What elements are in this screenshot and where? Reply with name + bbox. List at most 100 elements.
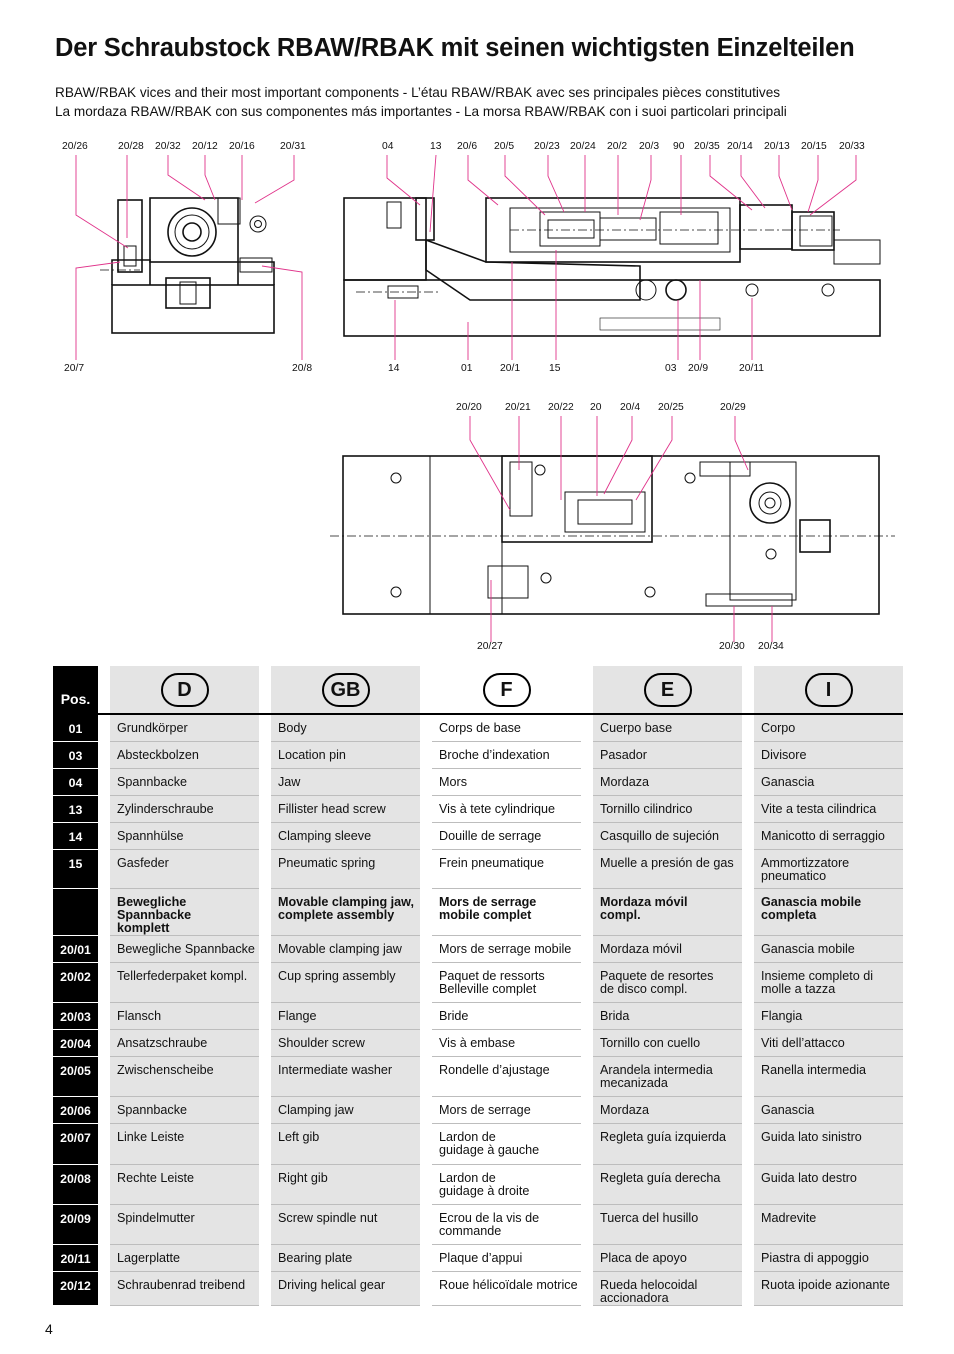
part-name-f: Mors de serrage mobile complet bbox=[432, 888, 581, 936]
part-name-gb: Location pin bbox=[271, 741, 420, 769]
part-name-i: Ganascia mobile completa bbox=[754, 888, 903, 936]
label: 20/6 bbox=[457, 141, 477, 152]
part-name-d: Spannbacke bbox=[110, 1096, 259, 1124]
subtitle: RBAW/RBAK vices and their most important… bbox=[55, 83, 787, 121]
pos-cell: 04 bbox=[53, 768, 98, 796]
part-name-i: Manicotto di serraggio bbox=[754, 822, 903, 850]
part-name-i: Ammortizzatore pneumatico bbox=[754, 849, 903, 889]
label: 04 bbox=[382, 141, 394, 152]
part-name-i: Vite a testa cilindrica bbox=[754, 795, 903, 823]
part-name-i: Divisore bbox=[754, 741, 903, 769]
part-name-e: Mordaza móvil bbox=[593, 935, 742, 963]
label: 20/4 bbox=[620, 402, 640, 413]
label: 20/5 bbox=[494, 141, 514, 152]
labels-plan-top: 20/20 20/21 20/22 20 20/4 20/25 20/29 bbox=[456, 402, 746, 413]
part-name-f: Mors de serrage mobile bbox=[432, 935, 581, 963]
part-name-i: Ganascia bbox=[754, 768, 903, 796]
part-name-d: Linke Leiste bbox=[110, 1123, 259, 1165]
part-name-e: Cuerpo base bbox=[593, 714, 742, 742]
technical-drawing: 20/26 20/28 20/32 20/12 20/16 20/31 04 1… bbox=[62, 141, 895, 652]
pos-cell: 03 bbox=[53, 741, 98, 769]
part-name-e: Tuerca del husillo bbox=[593, 1204, 742, 1245]
part-name-i: Ganascia bbox=[754, 1096, 903, 1124]
part-name-gb: Clamping sleeve bbox=[271, 822, 420, 850]
label: 20/8 bbox=[292, 363, 312, 374]
part-name-d: Zwischenscheibe bbox=[110, 1056, 259, 1097]
lang-badge-f: F bbox=[482, 672, 531, 707]
part-name-f: Douille de serrage bbox=[432, 822, 581, 850]
label: 20/34 bbox=[758, 641, 784, 652]
labels-bottom-left: 20/7 20/8 bbox=[64, 363, 312, 374]
plan-view-leader-lines bbox=[469, 416, 773, 642]
part-name-e: Muelle a presión de gas bbox=[593, 849, 742, 889]
subtitle-line-1: RBAW/RBAK vices and their most important… bbox=[55, 85, 781, 100]
pos-cell: 13 bbox=[53, 795, 98, 823]
part-name-f: Ecrou de la vis de commande bbox=[432, 1204, 581, 1245]
part-name-f: Corps de base bbox=[432, 714, 581, 742]
label: 03 bbox=[665, 363, 677, 374]
part-name-i: Insieme completo di molle a tazza bbox=[754, 962, 903, 1003]
part-name-gb: Movable clamping jaw bbox=[271, 935, 420, 963]
part-name-f: Lardon de guidage à droite bbox=[432, 1164, 581, 1205]
label: 20/2 bbox=[607, 141, 627, 152]
part-name-e: Regleta guía izquierda bbox=[593, 1123, 742, 1165]
part-name-gb: Fillister head screw bbox=[271, 795, 420, 823]
label: 20/13 bbox=[764, 141, 790, 152]
part-name-i: Corpo bbox=[754, 714, 903, 742]
lang-header-fr: F bbox=[432, 666, 581, 715]
pos-cell: 14 bbox=[53, 822, 98, 850]
label: 20/15 bbox=[801, 141, 827, 152]
label: 15 bbox=[549, 363, 561, 374]
subtitle-line-2: La mordaza RBAW/RBAK con sus componentes… bbox=[55, 104, 787, 119]
label: 20/33 bbox=[839, 141, 865, 152]
part-name-gb: Intermediate washer bbox=[271, 1056, 420, 1097]
page-number: 4 bbox=[45, 1321, 53, 1337]
plan-view bbox=[330, 455, 895, 615]
side-section-view bbox=[343, 197, 881, 337]
part-name-d: Flansch bbox=[110, 1002, 259, 1030]
pos-cell: 20/06 bbox=[53, 1096, 98, 1124]
lang-header-de: D bbox=[110, 666, 259, 715]
part-name-i: Madrevite bbox=[754, 1204, 903, 1245]
lang-header-gb: GB bbox=[271, 666, 420, 715]
label: 20/7 bbox=[64, 363, 84, 374]
pos-cell: 20/02 bbox=[53, 962, 98, 1003]
lang-badge-e: E bbox=[643, 672, 692, 707]
part-name-f: Mors bbox=[432, 768, 581, 796]
part-name-d: Absteckbolzen bbox=[110, 741, 259, 769]
label: 01 bbox=[461, 363, 473, 374]
pos-cell: 20/04 bbox=[53, 1029, 98, 1057]
label: 20/14 bbox=[727, 141, 753, 152]
pos-cell: 20/03 bbox=[53, 1002, 98, 1030]
part-name-f: Frein pneumatique bbox=[432, 849, 581, 889]
part-name-d: Grundkörper bbox=[110, 714, 259, 742]
part-name-i: Ganascia mobile bbox=[754, 935, 903, 963]
part-name-gb: Bearing plate bbox=[271, 1244, 420, 1272]
part-name-d: Tellerfederpaket kompl. bbox=[110, 962, 259, 1003]
labels-bottom-right: 14 01 20/1 15 03 20/9 20/11 bbox=[388, 363, 764, 374]
part-name-f: Plaque d’appui bbox=[432, 1244, 581, 1272]
part-name-i: Ruota ipoide azionante bbox=[754, 1271, 903, 1306]
part-name-e: Casquillo de sujeción bbox=[593, 822, 742, 850]
part-name-d: Spindelmutter bbox=[110, 1204, 259, 1245]
lang-badge-i: I bbox=[804, 672, 853, 707]
part-name-f: Paquet de ressorts Belleville complet bbox=[432, 962, 581, 1003]
part-name-d: Spannbacke bbox=[110, 768, 259, 796]
pos-cell: 20/05 bbox=[53, 1056, 98, 1097]
label: 20/23 bbox=[534, 141, 560, 152]
label: 20/3 bbox=[639, 141, 659, 152]
part-name-d: Bewegliche Spannbacke bbox=[110, 935, 259, 963]
lang-header-it: I bbox=[754, 666, 903, 715]
pos-cell: 20/11 bbox=[53, 1244, 98, 1272]
label: 13 bbox=[430, 141, 442, 152]
part-name-e: Rueda helocoidal accionadora bbox=[593, 1271, 742, 1306]
